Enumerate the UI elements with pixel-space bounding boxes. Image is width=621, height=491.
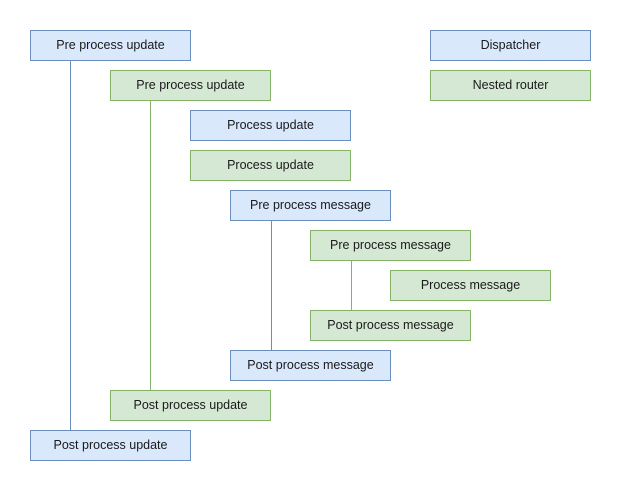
node-label: Post process update <box>133 398 248 412</box>
node-post-process-update-router[interactable]: Post process update <box>110 390 271 421</box>
connector-pre-post-process-message-router <box>351 261 352 310</box>
node-process-update-dispatcher[interactable]: Process update <box>190 110 351 141</box>
node-label: Process message <box>420 278 521 292</box>
node-post-process-update-dispatcher[interactable]: Post process update <box>30 430 191 461</box>
legend-item-label: Dispatcher <box>480 38 541 52</box>
node-label: Pre process update <box>136 78 245 92</box>
legend-item-label: Nested router <box>472 78 549 92</box>
node-label: Pre process update <box>56 38 165 52</box>
node-pre-process-message-dispatcher[interactable]: Pre process message <box>230 190 391 221</box>
node-pre-process-message-router[interactable]: Pre process message <box>310 230 471 261</box>
node-pre-process-update-dispatcher[interactable]: Pre process update <box>30 30 191 61</box>
connector-pre-post-process-update-router <box>150 101 151 390</box>
connector-pre-post-process-update-dispatcher <box>70 61 71 430</box>
legend-item-dispatcher[interactable]: Dispatcher <box>430 30 591 61</box>
node-post-process-message-dispatcher[interactable]: Post process message <box>230 350 391 381</box>
node-label: Pre process message <box>330 238 451 252</box>
node-label: Post process message <box>327 318 454 332</box>
node-label: Post process message <box>247 358 374 372</box>
node-process-update-router[interactable]: Process update <box>190 150 351 181</box>
node-process-message-router[interactable]: Process message <box>390 270 551 301</box>
node-post-process-message-router[interactable]: Post process message <box>310 310 471 341</box>
node-label: Process update <box>227 118 314 132</box>
node-label: Process update <box>227 158 314 172</box>
node-label: Post process update <box>53 438 168 452</box>
connector-pre-post-process-message-dispatcher <box>271 221 272 350</box>
node-pre-process-update-router[interactable]: Pre process update <box>110 70 271 101</box>
node-label: Pre process message <box>250 198 371 212</box>
legend-item-router[interactable]: Nested router <box>430 70 591 101</box>
